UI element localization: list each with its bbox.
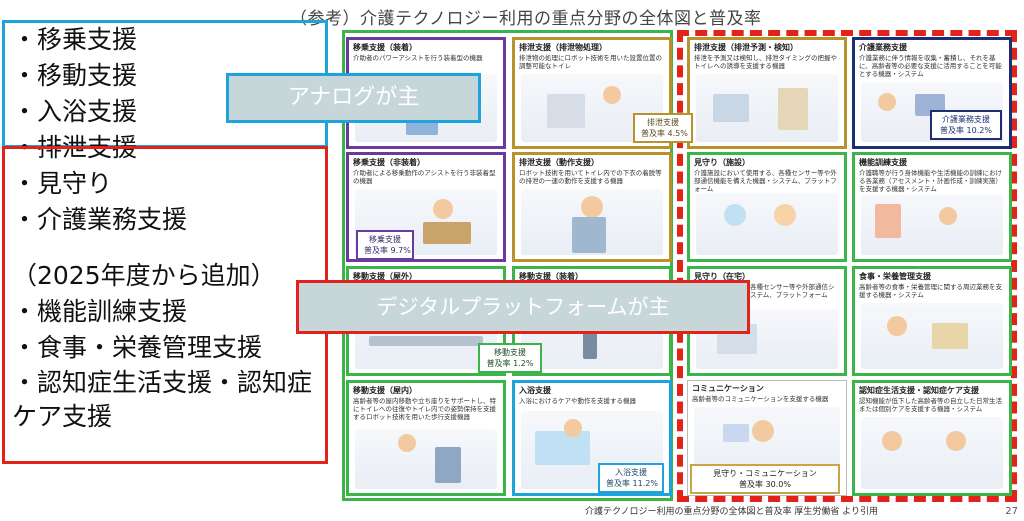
list-item: ・移動支援 bbox=[12, 61, 138, 90]
source-note: 介護テクノロジー利用の重点分野の全体図と普及率 厚生労働省 より引用 bbox=[585, 507, 879, 517]
illustration bbox=[861, 417, 1003, 489]
page-number: 27 bbox=[1005, 506, 1018, 517]
rate-bathing: 入浴支援 普及率 11.2% bbox=[598, 463, 664, 493]
illustration bbox=[861, 195, 1003, 255]
cell-excretion-prediction: 排泄支援（排泄予測・検知） 排泄を予測又は検知し、排泄タイミングの把握やトイレへ… bbox=[687, 37, 847, 149]
cell-mobility-indoor: 移動支援（屋内） 高齢者等の屋内移動や立ち座りをサポートし、特にトイレへの往復や… bbox=[346, 380, 506, 496]
rate-care-work: 介護業務支援 普及率 10.2% bbox=[930, 110, 1002, 140]
illustration bbox=[861, 303, 1003, 369]
illustration bbox=[696, 193, 838, 255]
cell-functional-training: 機能訓練支援 介護職等が行う身体機能や生活機能の訓練における各業務（アセスメント… bbox=[852, 152, 1012, 262]
rate-monitoring-communication: 見守り・コミュニケーション 普及率 30.0% bbox=[690, 464, 840, 494]
list-item: ・介護業務支援 bbox=[12, 205, 188, 234]
cell-dementia-support: 認知症生活支援・認知症ケア支援 認知機能が低下した高齢者等の自立した日常生活また… bbox=[852, 380, 1012, 496]
banner-analog: アナログが主 bbox=[226, 73, 481, 123]
list-item: ・見守り bbox=[12, 169, 113, 198]
cell-meal-nutrition: 食事・栄養管理支援 高齢者等の食事・栄養管理に関する周辺業務を支援する機器・シス… bbox=[852, 266, 1012, 376]
rate-excretion: 排泄支援 普及率 4.5% bbox=[633, 113, 693, 143]
list-item: ・入浴支援 bbox=[12, 97, 138, 126]
cell-monitoring-home: 見守り（在宅） 各種センサー等や外部通信システム、プラットフォーム bbox=[687, 266, 847, 376]
illustration bbox=[521, 189, 663, 255]
digital-grid-frame bbox=[677, 30, 1017, 502]
illustration bbox=[521, 74, 663, 142]
analog-list: ・移乗支援 ・移動支援 ・入浴支援 ・排泄支援 bbox=[12, 22, 137, 166]
analog-grid-frame bbox=[342, 30, 673, 501]
rate-mobility: 移動支援 普及率 1.2% bbox=[478, 343, 542, 373]
banner-digital: デジタルプラットフォームが主 bbox=[296, 280, 750, 334]
list-item: ・機能訓練支援 bbox=[12, 297, 188, 326]
cell-excretion-processing: 排泄支援（排泄物処理） 排泄物の処理にロボット技術を用いた設置位置の調整可能なト… bbox=[512, 37, 672, 149]
illustration bbox=[355, 429, 497, 489]
cell-excretion-motion: 排泄支援（動作支援） ロボット技術を用いてトイレ内での下衣の着脱等の排泄の一連の… bbox=[512, 152, 672, 262]
added-note: （2025年度から追加） bbox=[12, 261, 276, 290]
digital-list: ・見守り ・介護業務支援 （2025年度から追加） ・機能訓練支援 ・食事・栄養… bbox=[12, 166, 322, 434]
list-item: ・食事・栄養管理支援 bbox=[12, 333, 263, 362]
cell-monitoring-facility: 見守り（施設） 介護施設において使用する、各種センサー等や外部通信機能を備えた機… bbox=[687, 152, 847, 262]
illustration bbox=[521, 411, 663, 489]
rate-transfer: 移乗支援 普及率 9.7% bbox=[356, 230, 414, 260]
list-item: ・移乗支援 bbox=[12, 25, 138, 54]
illustration bbox=[696, 74, 838, 142]
page-title: （参考）介護テクノロジー利用の重点分野の全体図と普及率 bbox=[290, 9, 762, 29]
list-item: ・認知症生活支援・認知症ケア支援 bbox=[12, 368, 313, 431]
